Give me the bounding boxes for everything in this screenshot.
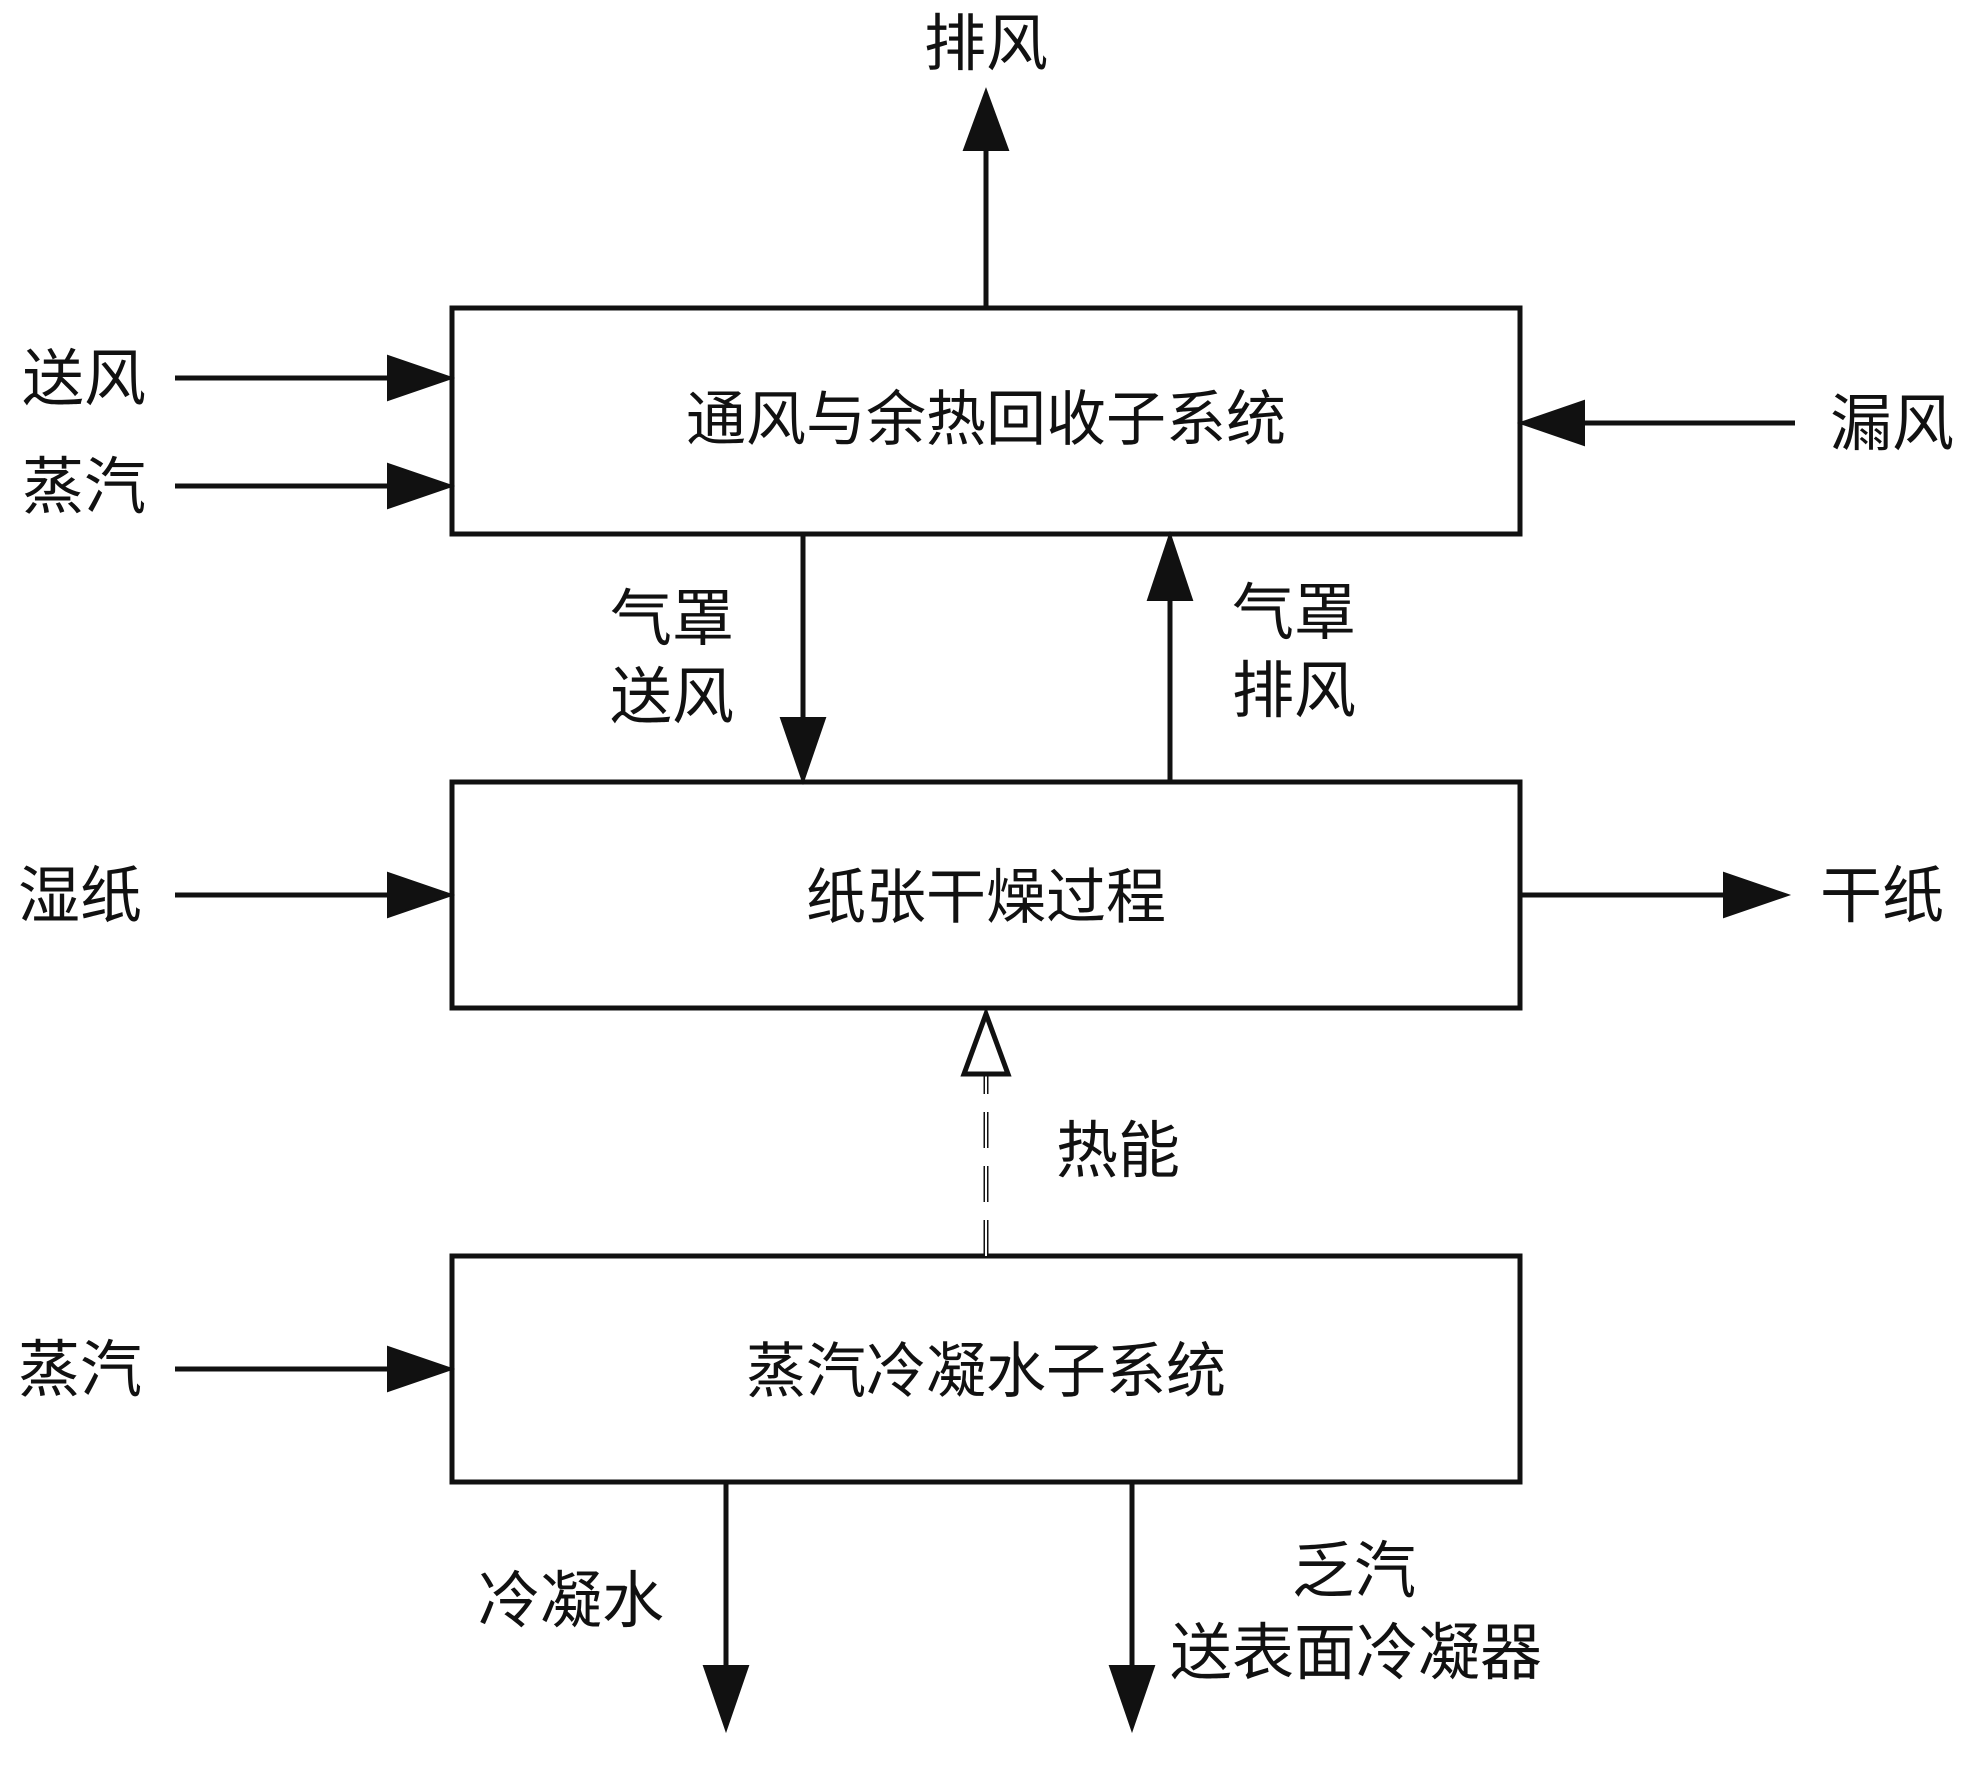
steam-condensate-box: 蒸汽冷凝水子系统 [449,1253,1523,1485]
hood-exhaust-label-1: 气罩 [1232,576,1356,649]
paper-drying-box: 纸张干燥过程 [449,779,1523,1011]
steam-top-arrow [175,462,456,510]
hood-supply-label-2: 送风 [610,660,734,733]
steam-condensate-box-label: 蒸汽冷凝水子系统 [746,1337,1226,1407]
steam-bottom-arrow [175,1345,456,1393]
exhaust-steam-label-2: 送表面冷凝器 [1170,1616,1542,1689]
hood-supply-arrow [779,534,827,786]
dry-paper-label: 干纸 [1820,859,1944,932]
drying-box-label: 纸张干燥过程 [806,863,1166,933]
hood-exhaust-arrow [1146,530,1194,782]
condensate-label: 冷凝水 [478,1564,664,1637]
wet-paper-arrow [175,871,456,919]
exhaust-steam-arrow [1108,1482,1156,1734]
steam-bottom-label: 蒸汽 [18,1333,142,1406]
exhaust-label: 排风 [924,7,1048,80]
exhaust-arrow [962,87,1010,308]
hood-supply-label-1: 气罩 [610,582,734,655]
leak-air-arrow [1516,399,1795,447]
leak-air-label: 漏风 [1830,387,1954,460]
supply-air-arrow [175,354,456,402]
hood-exhaust-label-2: 排风 [1232,654,1356,727]
steam-top-label: 蒸汽 [22,450,146,523]
wet-paper-label: 湿纸 [18,859,142,932]
supply-air-label: 送风 [22,342,146,415]
condensate-arrow [702,1482,750,1734]
exhaust-steam-label-1: 乏汽 [1292,1534,1416,1607]
heat-energy-label: 热能 [1056,1114,1180,1187]
heat-energy-arrow [960,1006,1012,1256]
dry-paper-arrow [1520,871,1792,919]
ventilation-box-label: 通风与余热回收子系统 [686,385,1286,455]
ventilation-heat-recovery-box: 通风与余热回收子系统 [449,305,1523,537]
